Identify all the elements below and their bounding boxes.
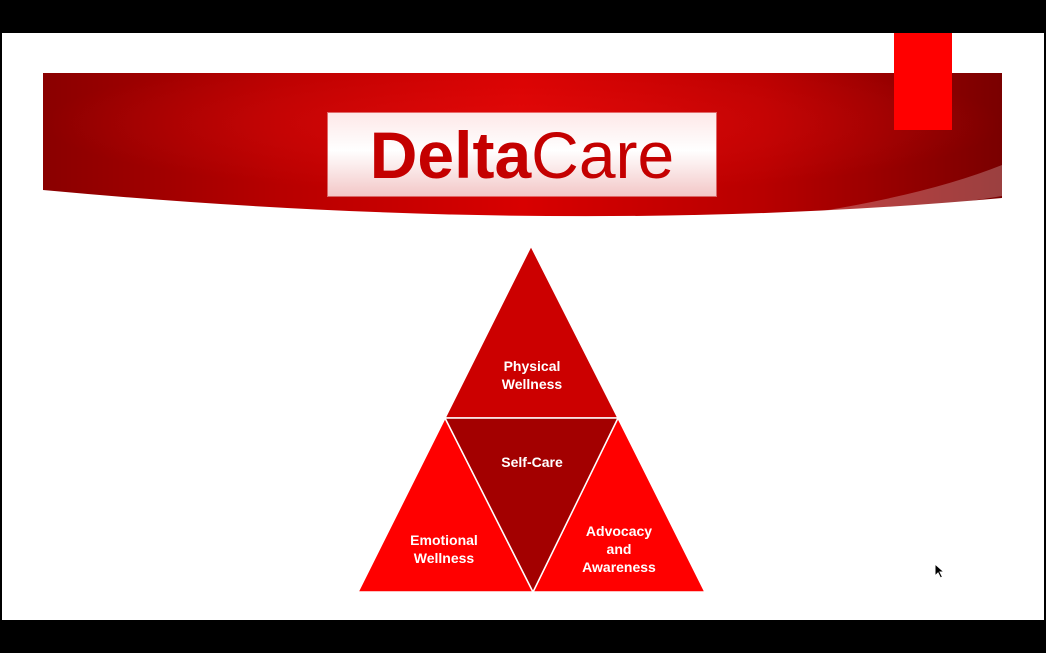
logo-text-bold: Delta [369, 117, 532, 192]
label-advocacy-awareness: Advocacy and Awareness [582, 523, 656, 575]
label-physical-wellness: Physical Wellness [501, 358, 563, 392]
top-letterbox-bar [0, 0, 1046, 33]
logo-text: DeltaCare [370, 122, 674, 188]
triangle-self-care [443, 417, 620, 594]
corner-accent-tab [894, 33, 952, 130]
presentation-slide[interactable]: DeltaCare Physical Wellness Self-Care Em… [2, 33, 1044, 620]
wellness-pyramid-diagram [356, 244, 707, 594]
label-self-care: Self-Care [501, 454, 563, 470]
label-emotional-wellness: Emotional Wellness [410, 532, 478, 566]
logo-text-light: Care [531, 117, 675, 192]
mouse-pointer-icon [934, 563, 946, 579]
deltacare-logo: DeltaCare [328, 113, 716, 196]
bottom-letterbox-bar [0, 620, 1046, 653]
